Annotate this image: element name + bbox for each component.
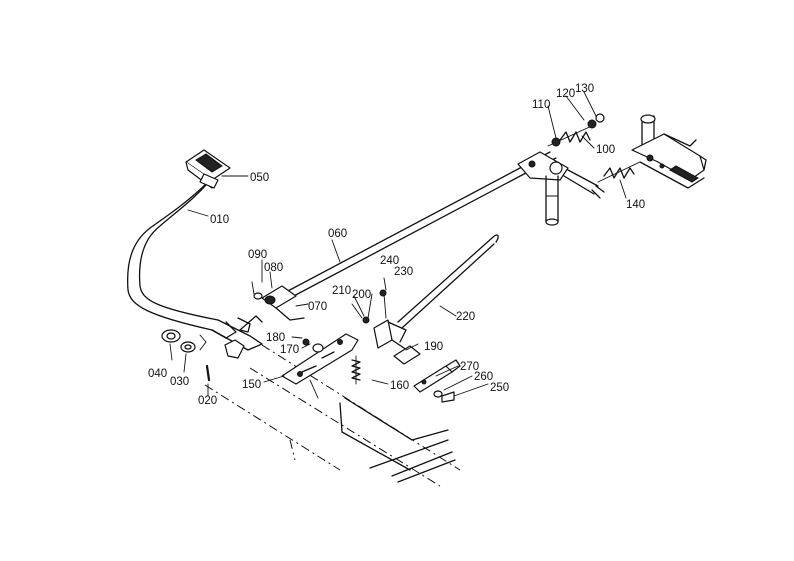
label-110: 110 (532, 99, 550, 111)
label-250: 250 (490, 382, 509, 394)
label-190: 190 (424, 341, 443, 353)
label-210: 210 (332, 285, 351, 297)
label-070: 070 (308, 301, 327, 313)
upper-assembly (517, 113, 707, 226)
label-180: 180 (266, 332, 285, 344)
clevis (239, 281, 305, 331)
label-130: 130 (575, 83, 594, 95)
label-220: 220 (456, 311, 475, 323)
label-100: 100 (596, 144, 615, 156)
label-260: 260 (474, 371, 493, 383)
bracket (351, 289, 421, 365)
frame-outline (204, 344, 461, 487)
label-230: 230 (394, 266, 413, 278)
label-170: 170 (280, 344, 299, 356)
label-030: 030 (170, 376, 189, 388)
label-160: 160 (390, 380, 409, 392)
washers (161, 329, 211, 382)
label-200: 200 (352, 289, 371, 301)
part-labels: 050 010 060 090 080 070 180 170 040 030 … (148, 83, 645, 407)
label-010: 010 (210, 214, 229, 226)
leader-lines (169, 91, 627, 397)
label-060: 060 (328, 228, 347, 240)
label-120: 120 (556, 88, 575, 100)
label-140: 140 (626, 199, 645, 211)
label-080: 080 (264, 262, 283, 274)
label-020: 020 (198, 395, 217, 407)
label-240: 240 (380, 255, 399, 267)
label-040: 040 (148, 368, 167, 380)
label-270: 270 (460, 361, 479, 373)
link-plate (281, 333, 359, 385)
long-rod (285, 151, 557, 299)
label-090: 090 (248, 249, 267, 261)
label-050: 050 (250, 172, 269, 184)
lower-lever (413, 359, 461, 403)
pedal-pad (185, 149, 231, 189)
spring-lower (351, 355, 361, 385)
hook-rod (397, 234, 499, 329)
pedal-arm (126, 177, 263, 359)
label-150: 150 (242, 379, 261, 391)
